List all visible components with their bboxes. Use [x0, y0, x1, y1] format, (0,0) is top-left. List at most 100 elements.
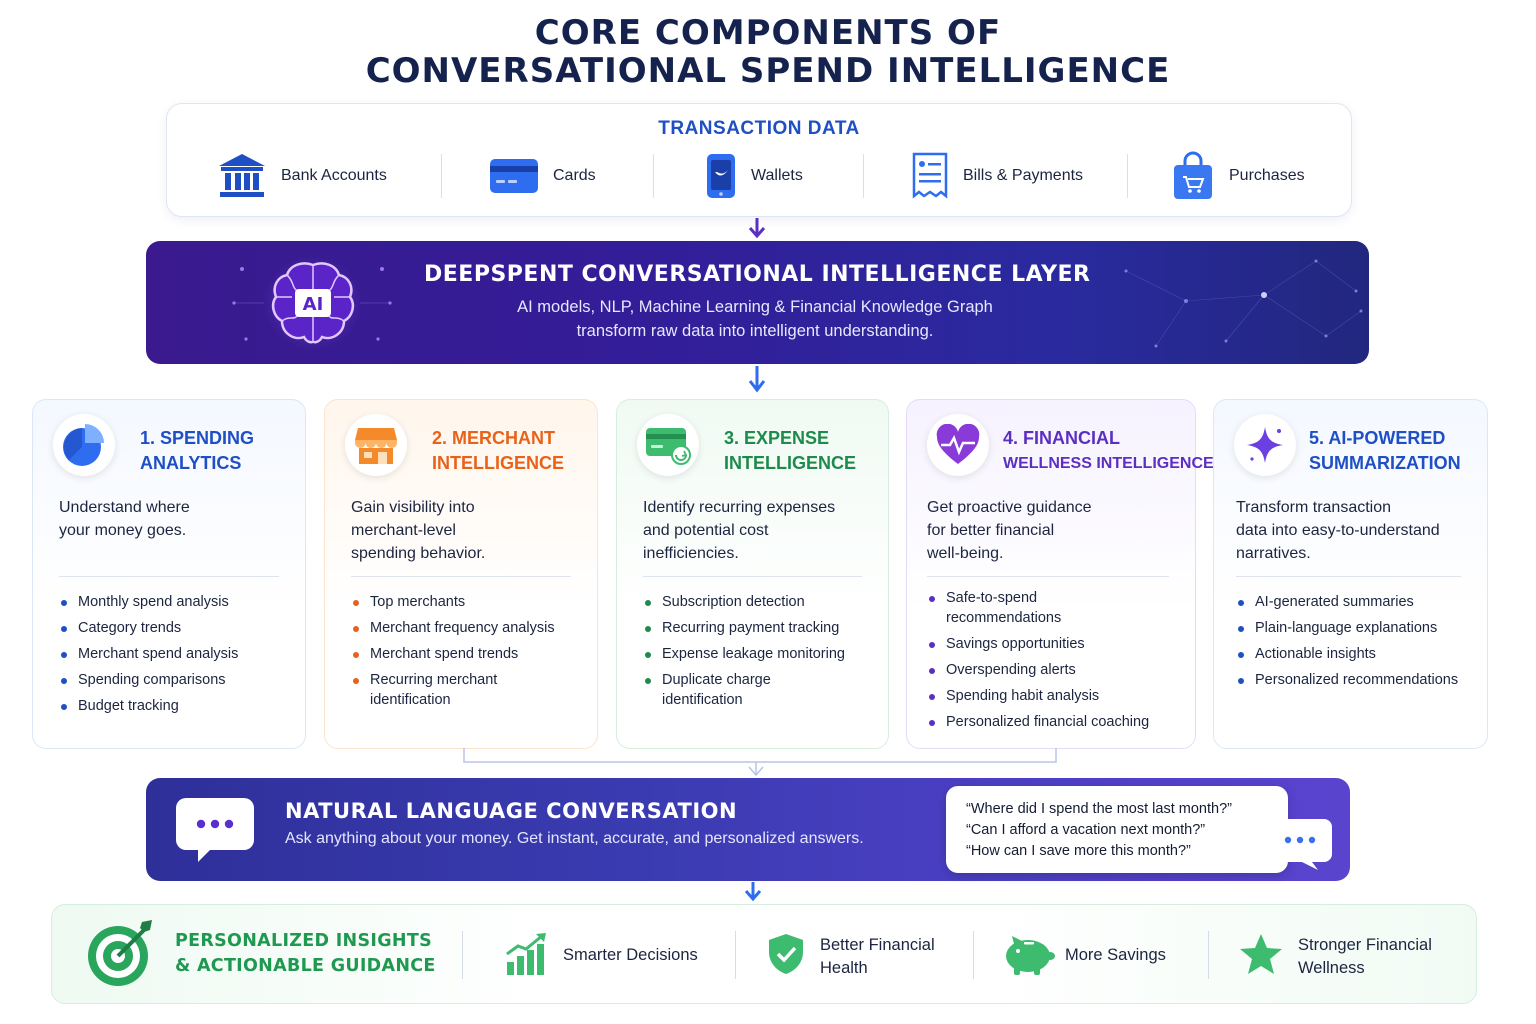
list-item-continuation: recommendations [946, 610, 1062, 626]
flow-arrow [744, 882, 762, 902]
storefront-icon [355, 428, 397, 464]
growth-chart-icon [506, 933, 546, 975]
component-title-line2: ANALYTICS [140, 453, 242, 473]
description-line: merchant-level [351, 522, 456, 539]
source-bank-accounts: Bank Accounts [217, 150, 387, 202]
description-line: spending behavior. [351, 545, 486, 562]
outcomes-title: PERSONALIZED INSIGHTS & ACTIONABLE GUIDA… [175, 929, 436, 979]
flow-arrow [748, 366, 766, 393]
component-title-line2: WELLNESS INTELLIGENCE [1003, 455, 1214, 472]
list-item: AI-generated summaries [1236, 592, 1458, 612]
network-decoration [232, 259, 1363, 348]
ai-layer-subtitle-line2: transform raw data into intelligent unde… [576, 322, 934, 340]
divider [653, 154, 654, 198]
feature-list: Monthly spend analysis Category trends M… [59, 592, 238, 722]
list-item-continuation: identification [662, 692, 743, 708]
component-description: Get proactive guidance for better financ… [927, 496, 1092, 565]
outcome-better-financial-health: Better Financial Health [820, 934, 935, 980]
list-item: Category trends [59, 618, 238, 638]
outcomes-bar [51, 904, 1477, 1004]
list-item: Expense leakage monitoring [643, 644, 845, 664]
list-item: Actionable insights [1236, 644, 1458, 664]
component-description: Gain visibility into merchant-level spen… [351, 496, 485, 565]
icon-badge [345, 414, 407, 476]
feature-list: Top merchants Merchant frequency analysi… [351, 592, 555, 716]
outcome-label: Wellness [1298, 959, 1365, 977]
divider [462, 931, 463, 979]
list-item: Duplicate charge [643, 670, 845, 690]
source-bills-payments: Bills & Payments [911, 150, 1083, 202]
example-question: “Can I afford a vacation next month?” [966, 822, 1206, 838]
outcome-label: Stronger Financial [1298, 936, 1432, 954]
source-cards: Cards [489, 150, 596, 202]
outcome-stronger-financial-wellness: Stronger Financial Wellness [1298, 934, 1432, 980]
icon-badge [637, 414, 699, 476]
outcome-label: Smarter Decisions [563, 946, 698, 964]
divider [927, 576, 1169, 577]
description-line: Get proactive guidance [927, 499, 1092, 516]
divider [1208, 931, 1209, 979]
description-line: your money goes. [59, 522, 187, 539]
divider [1236, 576, 1461, 577]
outcomes-title-line2: & ACTIONABLE GUIDANCE [175, 956, 436, 976]
transaction-data-title: TRANSACTION DATA [658, 118, 860, 139]
description-line: for better financial [927, 522, 1055, 539]
component-title: 3. EXPENSE INTELLIGENCE [724, 426, 856, 476]
list-item: Spending habit analysis [927, 686, 1149, 706]
divider [973, 931, 974, 979]
shield-check-icon [769, 934, 803, 974]
feature-list: Subscription detection Recurring payment… [643, 592, 845, 716]
divider [643, 576, 862, 577]
component-title-line2: INTELLIGENCE [724, 453, 857, 473]
list-item: Personalized recommendations [1236, 670, 1458, 690]
pie-chart-icon [63, 424, 104, 466]
flow-arrow [748, 218, 766, 239]
ai-layer-subtitle-line1: AI models, NLP, Machine Learning & Finan… [517, 298, 993, 316]
outcome-more-savings: More Savings [1065, 944, 1166, 967]
description-line: Gain visibility into [351, 499, 475, 516]
recurring-card-icon [646, 428, 691, 465]
description-line: Understand where [59, 499, 190, 516]
component-title-line1: 4. FINANCIAL [1003, 428, 1120, 448]
target-icon [88, 920, 152, 986]
example-question: “How can I save more this month?” [966, 843, 1191, 859]
list-item: Monthly spend analysis [59, 592, 238, 612]
card-icon [490, 159, 538, 193]
shopping-bag-icon [1174, 151, 1212, 199]
list-item: Plain-language explanations [1236, 618, 1458, 638]
description-line: data into easy-to-understand [1236, 522, 1440, 539]
source-label: Bank Accounts [281, 167, 387, 184]
conversation-subtitle: Ask anything about your money. Get insta… [285, 830, 864, 847]
source-label: Wallets [751, 167, 803, 184]
component-merchant-intelligence: 2. MERCHANT INTELLIGENCE Gain visibility… [324, 399, 598, 749]
description-line: Transform transaction [1236, 499, 1392, 516]
component-description: Identify recurring expenses and potentia… [643, 496, 835, 565]
divider [863, 154, 864, 198]
icon-badge [927, 414, 989, 476]
component-title-line1: 3. EXPENSE [724, 428, 830, 448]
sparkle-icon [1247, 427, 1283, 463]
divider [351, 576, 571, 577]
list-item: Budget tracking [59, 696, 238, 716]
ai-brain-icon: AI [263, 256, 363, 350]
component-spending-analytics: 1. SPENDING ANALYTICS Understand where y… [32, 399, 306, 749]
chat-bubble-icon [176, 798, 254, 862]
feature-list: AI-generated summaries Plain-language ex… [1236, 592, 1458, 696]
outcome-label: Better Financial [820, 936, 935, 954]
conversation-title: NATURAL LANGUAGE CONVERSATION [285, 799, 738, 823]
component-title: 5. AI-POWERED SUMMARIZATION [1309, 426, 1461, 476]
list-item: Safe-to-spend [927, 588, 1149, 608]
component-expense-intelligence: 3. EXPENSE INTELLIGENCE Identify recurri… [616, 399, 889, 749]
component-title-line2: SUMMARIZATION [1309, 453, 1461, 473]
divider [59, 576, 279, 577]
ai-layer-title: DEEPSPENT CONVERSATIONAL INTELLIGENCE LA… [424, 262, 1091, 287]
component-ai-summarization: 5. AI-POWERED SUMMARIZATION Transform tr… [1213, 399, 1488, 749]
component-title: 4. FINANCIAL WELLNESS INTELLIGENCE [1003, 426, 1214, 476]
wallet-phone-icon [707, 154, 735, 198]
description-line: narratives. [1236, 545, 1311, 562]
bill-icon [912, 152, 948, 199]
list-item: Top merchants [351, 592, 555, 612]
outcome-label: More Savings [1065, 946, 1166, 964]
page-title: CORE COMPONENTS OF CONVERSATIONAL SPEND … [0, 14, 1536, 90]
star-icon [1240, 934, 1282, 974]
